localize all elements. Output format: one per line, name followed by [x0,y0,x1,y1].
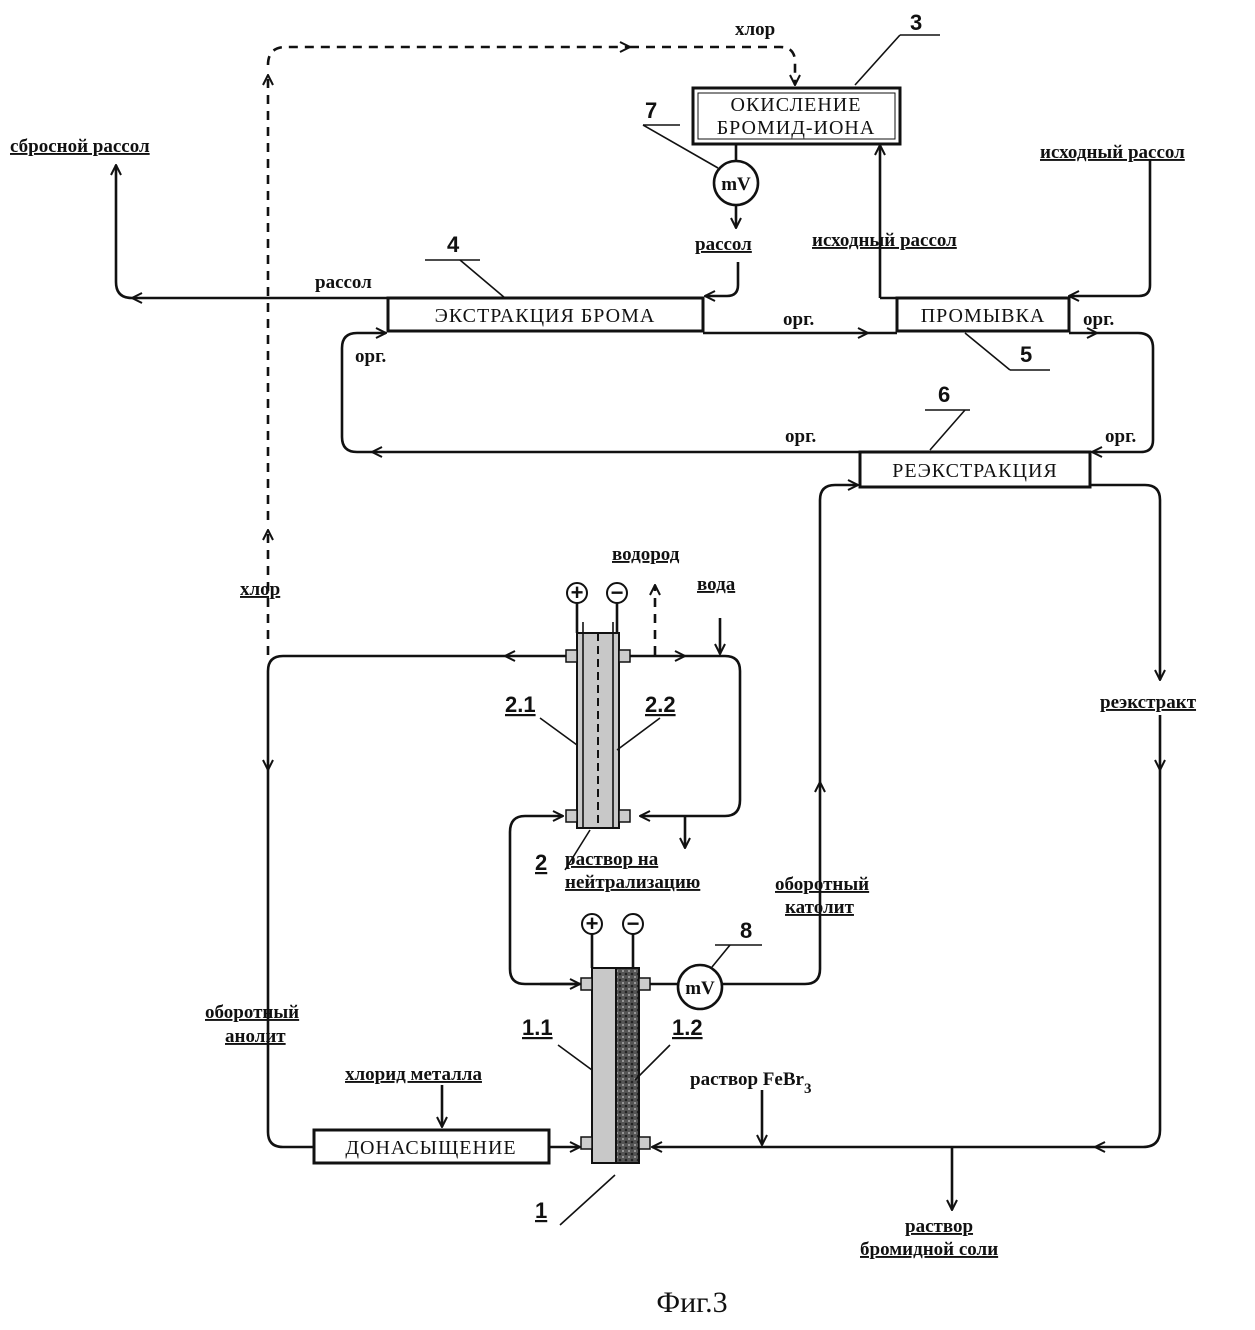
number-7: 7 [645,98,657,123]
saturation-block: ДОНАСЫЩЕНИЕ [314,1130,549,1163]
saturation-label: ДОНАСЫЩЕНИЕ [345,1137,516,1159]
number-3: 3 [910,10,922,35]
reextraction-label: РЕЭКСТРАКЦИЯ [892,460,1058,482]
meter-8-unit: mV [685,978,715,999]
label-metal-chloride: хлорид металла [345,1064,482,1085]
number-1-2: 1.2 [672,1015,703,1040]
catholyte-loop-e2 [640,656,740,816]
millivoltmeter-7: mV [714,161,758,205]
electrolyzer-2: + − [566,580,630,828]
number-1: 1 [535,1198,547,1223]
label-water: вода [697,574,736,595]
label-org-reextraction-in: орг. [1105,426,1136,447]
number-2: 2 [535,850,547,875]
extraction-label: ЭКСТРАКЦИЯ БРОМА [435,305,656,327]
label-brine-meter: рассол [695,234,752,255]
leader-1-2 [635,1045,670,1080]
number-2-1: 2.1 [505,692,536,717]
label-org-extraction-out: орг. [783,309,814,330]
number-8: 8 [740,918,752,943]
reextract-to-bottom [1095,770,1160,1147]
label-neutralization-line2: нейтрализацию [565,872,700,893]
label-brine-left: рассол [315,272,372,293]
label-febr3-main: раствор FeBr [690,1069,804,1090]
label-waste-brine: сбросной рассол [10,136,150,157]
chlorine-dashed-top [268,47,630,65]
label-org-return: орг. [785,426,816,447]
label-chlorine-top: хлор [735,19,775,40]
leader-8 [712,945,730,967]
label-febr3-sub: 3 [804,1081,812,1097]
number-6: 6 [938,382,950,407]
anode-sign-1: + [586,911,599,936]
label-neutralization-line1: раствор на [565,849,659,870]
label-chlorine-left: хлор [240,579,280,600]
extraction-block: ЭКСТРАКЦИЯ БРОМА [388,298,703,331]
leader-1-1 [558,1045,592,1070]
label-bromide-line2: бромидной соли [860,1239,998,1260]
leader-6 [930,410,965,450]
label-org-washing-out: орг. [1083,309,1114,330]
number-2-2: 2.2 [645,692,676,717]
anolyte-to-saturation [268,770,314,1147]
washing-label: ПРОМЫВКА [921,305,1046,327]
cathode-sign-2: − [611,580,624,605]
leader-4 [460,260,505,298]
label-source-brine-mid: исходный рассол [812,230,957,251]
label-anolyte-line1: оборотный [205,1002,299,1023]
label-anolyte-line2: анолит [225,1026,286,1047]
leader-1 [560,1175,615,1225]
label-reextract: реэкстракт [1100,692,1197,713]
millivoltmeter-8: mV [678,965,722,1009]
catholyte-to-reextraction [820,485,858,782]
oxidation-label-line2: БРОМИД-ИОНА [717,117,876,139]
leader-2-2 [617,718,660,750]
source-brine-to-washing [1069,160,1150,296]
brine-to-extraction [705,262,738,296]
label-org-extraction-in: орг. [355,346,386,367]
number-1-1: 1.1 [522,1015,553,1040]
oxidation-label-line1: ОКИСЛЕНИЕ [731,94,862,116]
reextraction-block: РЕЭКСТРАКЦИЯ [860,452,1090,487]
label-febr3: раствор FeBr3 [690,1069,811,1097]
anode-sign-2: + [571,580,584,605]
waste-brine-up [116,165,132,298]
label-bromide-line1: раствор [905,1216,973,1237]
leader-5 [965,333,1010,370]
e1-anolyte-to-e2 [510,816,581,984]
figure-caption: Фиг.3 [656,1286,727,1319]
label-catholyte-line2: католит [785,897,855,918]
cathode-sign-1: − [627,911,640,936]
anolyte-down-upper [268,656,505,770]
electrolyzer-1: + − [581,911,650,1163]
reextract-down-upper [1090,485,1160,680]
leader-2-1 [540,718,577,745]
number-4: 4 [447,232,460,257]
label-hydrogen: водород [612,544,680,565]
chlorine-dashed-to-oxidation [630,47,795,85]
oxidation-block: ОКИСЛЕНИЕ БРОМИД-ИОНА [693,88,900,144]
leader-3 [855,35,900,85]
number-5: 5 [1020,342,1032,367]
label-source-brine-right: исходный рассол [1040,142,1185,163]
label-catholyte-line1: оборотный [775,874,869,895]
meter-7-unit: mV [721,174,751,195]
washing-block: ПРОМЫВКА [897,298,1069,331]
